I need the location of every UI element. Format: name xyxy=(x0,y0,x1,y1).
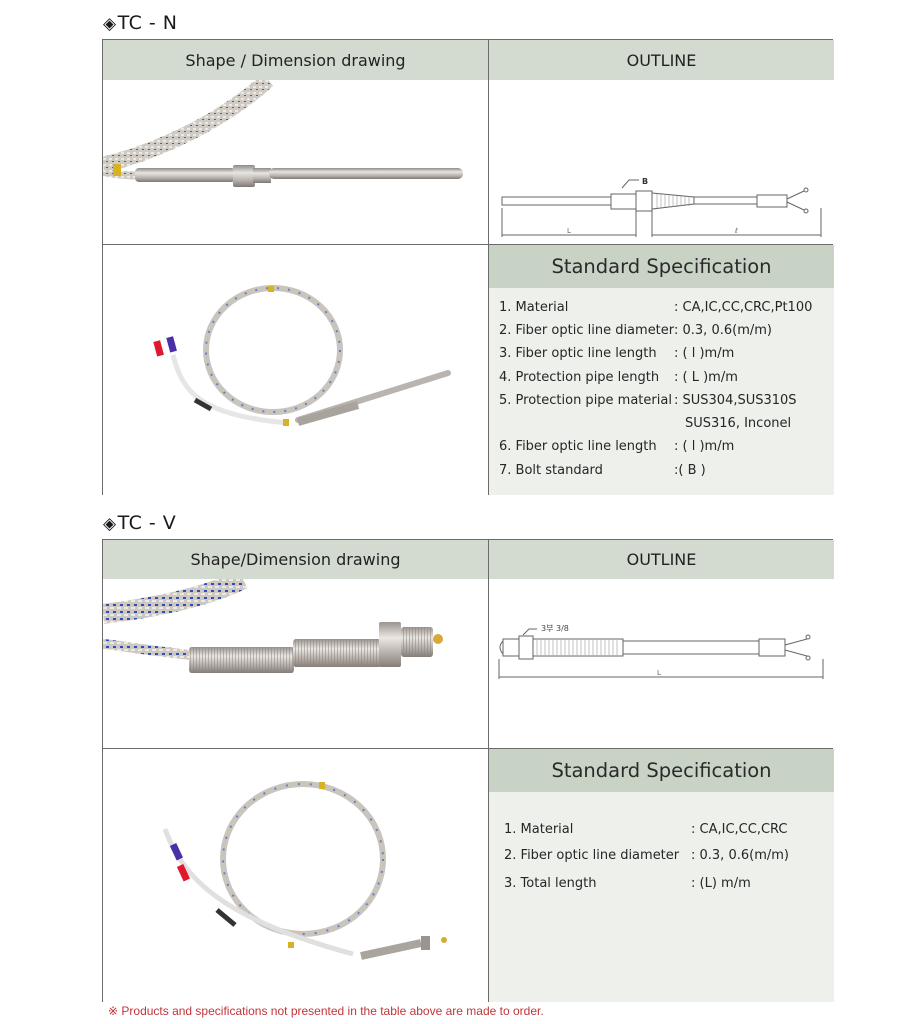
probe-photo-full xyxy=(103,245,488,495)
outline-drawing-tc-v: 3부 3/8 L xyxy=(489,579,834,748)
probe-photo-closeup xyxy=(103,579,488,748)
spec-header: Standard Specification xyxy=(489,749,834,792)
spec-list: 1. Material: CA,IC,CC,CRC,Pt100 2. Fiber… xyxy=(489,288,834,495)
made-to-order-footnote: ※ Products and specifications not presen… xyxy=(108,1004,544,1018)
total-length-label: L xyxy=(657,669,661,677)
thermocouple-probe-image xyxy=(103,80,463,187)
section-title-text: TC - N xyxy=(117,12,178,34)
coiled-thermocouple-image xyxy=(153,285,451,426)
outline-header: OUTLINE xyxy=(489,540,834,579)
threaded-probe-image xyxy=(103,579,443,673)
thread-size-label: 3부 3/8 xyxy=(541,624,569,633)
shape-dimension-header: Shape/Dimension drawing xyxy=(103,540,488,579)
diamond-bullet-icon: ◈ xyxy=(103,514,117,534)
column-divider xyxy=(488,540,489,1001)
dimension-drawing: B L ℓ xyxy=(501,177,822,237)
coiled-thermocouple-image xyxy=(162,781,447,960)
tc-n-table: Shape / Dimension drawing OUTLINE xyxy=(102,39,834,495)
probe-photo-closeup xyxy=(103,80,488,244)
row-divider xyxy=(103,748,832,749)
tc-v-table: Shape/Dimension drawing OUTLINE xyxy=(102,539,834,1002)
dimension-drawing: 3부 3/8 L xyxy=(498,624,824,679)
probe-photo-full xyxy=(103,749,488,1002)
row-divider xyxy=(103,244,832,245)
spec-list: 1. Material: CA,IC,CC,CRC 2. Fiber optic… xyxy=(489,792,834,1002)
outline-header: OUTLINE xyxy=(489,40,834,80)
section-title-text: TC - V xyxy=(117,512,177,534)
length-l-label: ℓ xyxy=(734,227,738,235)
bolt-label: B xyxy=(642,177,648,186)
diamond-bullet-icon: ◈ xyxy=(103,14,117,34)
column-divider xyxy=(488,40,489,494)
section-title-tc-v: ◈TC - V xyxy=(103,512,176,534)
spec-header: Standard Specification xyxy=(489,245,834,288)
shape-dimension-header: Shape / Dimension drawing xyxy=(103,40,488,80)
length-L-label: L xyxy=(567,227,571,235)
section-title-tc-n: ◈TC - N xyxy=(103,12,178,34)
outline-drawing-tc-n: B L ℓ xyxy=(489,80,834,244)
